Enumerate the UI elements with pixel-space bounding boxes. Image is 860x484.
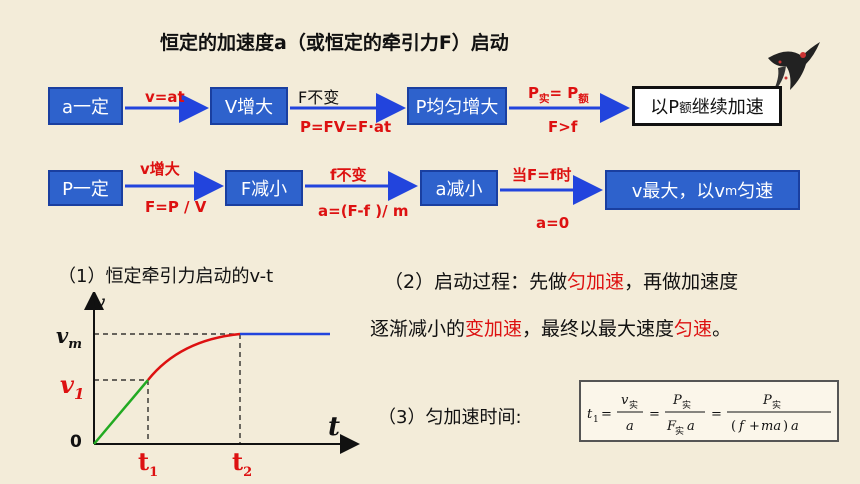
uniform-accel-line [93, 379, 149, 445]
page-title: 恒定的加速度a（或恒定的牵引力F）启动 [160, 32, 509, 54]
svg-text:实: 实 [675, 425, 684, 437]
label-p-real-rated: P实= P额 [528, 84, 589, 105]
label-p-formula: P=FV=F·at [300, 118, 392, 136]
svg-text:1: 1 [593, 415, 599, 425]
label-f-unchanged: F不变 [298, 88, 340, 107]
origin-label: 0 [70, 432, 82, 452]
svg-text:+: + [749, 419, 760, 434]
label-v-increase: v增大 [140, 160, 180, 178]
label-a-formula: a=(F-f )/ m [318, 202, 409, 220]
label-f-small-unchanged: f不变 [330, 166, 367, 184]
box-v-increase: V增大 [210, 87, 288, 125]
label-when-f-eq-f: 当F=f时 [512, 166, 572, 184]
svg-text:实: 实 [682, 399, 691, 411]
label-v-at: v=at [145, 88, 185, 106]
svg-text:): ) [783, 419, 788, 434]
svg-text:=: = [601, 407, 612, 422]
t1-label: t1 [138, 447, 159, 480]
svg-text:实: 实 [772, 399, 781, 411]
label-f-p-v: F=P / V [145, 198, 207, 216]
svg-text:P: P [672, 393, 682, 408]
svg-text:实: 实 [629, 399, 638, 411]
box-a-decrease: a减小 [420, 170, 498, 206]
vt-graph [84, 292, 360, 454]
process-line-2: 逐渐减小的变加速，最终以最大速度匀速。 [370, 318, 732, 340]
svg-text:t: t [587, 407, 593, 422]
label-f-gt-f: F>f [548, 118, 578, 136]
svg-text:f: f [738, 419, 746, 434]
process-line-1: （2）启动过程：先做匀加速，再做加速度 [384, 271, 739, 293]
label-a-zero: a=0 [536, 214, 570, 232]
svg-text:a: a [626, 419, 634, 434]
svg-text:P: P [762, 393, 772, 408]
svg-text:a: a [791, 419, 799, 434]
box-a-constant: a一定 [48, 87, 123, 125]
x-axis-label: t [328, 412, 341, 442]
graph-caption: （1）恒定牵引力启动的v-t [58, 266, 274, 287]
accel-time-label: （3）匀加速时间: [378, 407, 522, 428]
svg-text:a: a [687, 419, 695, 434]
box-p-uniform-increase: P均匀增大 [407, 87, 507, 125]
y-axis-label: v [92, 290, 105, 316]
box-p-constant: P一定 [48, 170, 123, 206]
t2-label: t2 [232, 447, 253, 480]
svg-text:(: ( [731, 419, 736, 434]
vm-label: vm [56, 323, 82, 353]
svg-text:F: F [666, 419, 677, 434]
box-f-decrease: F减小 [225, 170, 303, 206]
variable-accel-curve [147, 332, 241, 381]
svg-text:v: v [621, 393, 629, 408]
svg-text:=: = [711, 407, 722, 422]
svg-text:ma: ma [761, 419, 781, 434]
v1-label: v1 [60, 370, 85, 403]
svg-text:=: = [649, 407, 660, 422]
